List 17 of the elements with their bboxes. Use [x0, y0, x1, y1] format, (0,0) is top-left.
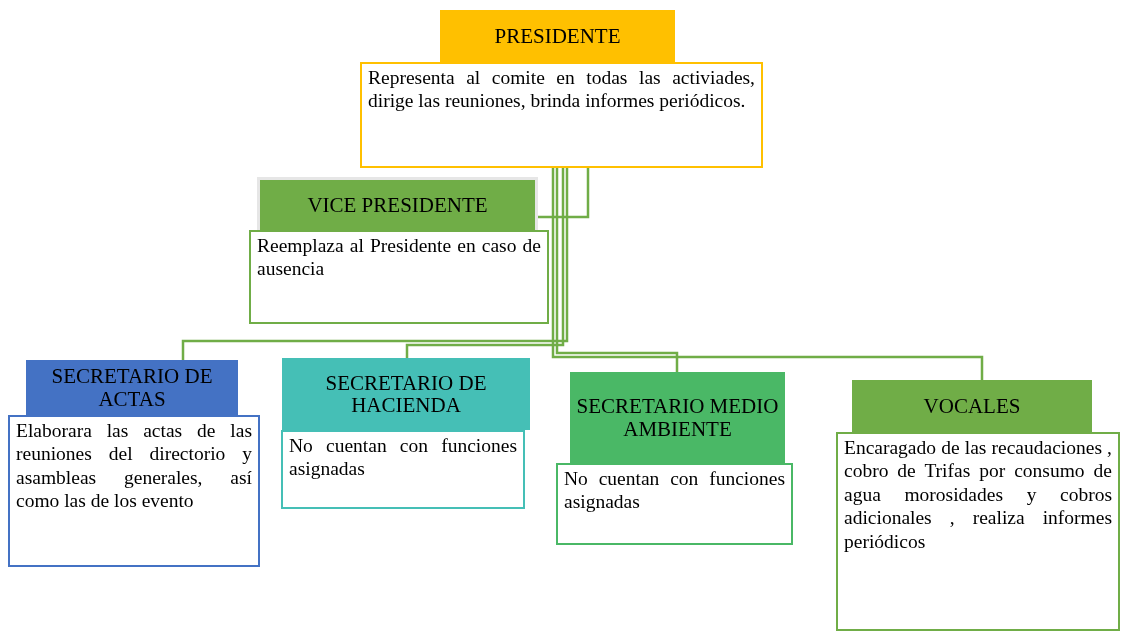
role-description-box: No cuentan con funciones asignadas [556, 463, 793, 545]
connector-line [181, 168, 569, 360]
role-title-box: VOCALES [852, 380, 1092, 432]
role-title-box: SECRETARIO DE ACTAS [26, 360, 238, 415]
role-description-box: Elaborara las actas de las reuniones del directorio y asambleas generales, así como las de los evento [8, 415, 260, 567]
connector-line [535, 168, 590, 219]
role-title-box: SECRETARIO DE HACIENDA [282, 358, 530, 430]
connector-line [405, 168, 565, 358]
role-description-box: No cuentan con funciones asignadas [281, 430, 525, 509]
role-description-box: Reemplaza al Presidente en caso de ausencia [249, 230, 549, 324]
role-title-box: SECRETARIO MEDIO AMBIENTE [570, 372, 785, 463]
role-description-box: Representa al comite en todas las activiades, dirige las reuniones, brinda informes periódicos. [360, 62, 763, 168]
role-description-box: Encaragado de las recaudaciones , cobro de Trifas por consumo de agua morosidades y cobros adicionales , realiza informes periódicos [836, 432, 1120, 631]
connector-line [551, 168, 984, 380]
role-title-box: PRESIDENTE [440, 10, 675, 62]
role-title-box: VICE PRESIDENTE [260, 180, 535, 230]
connector-line [555, 168, 679, 372]
